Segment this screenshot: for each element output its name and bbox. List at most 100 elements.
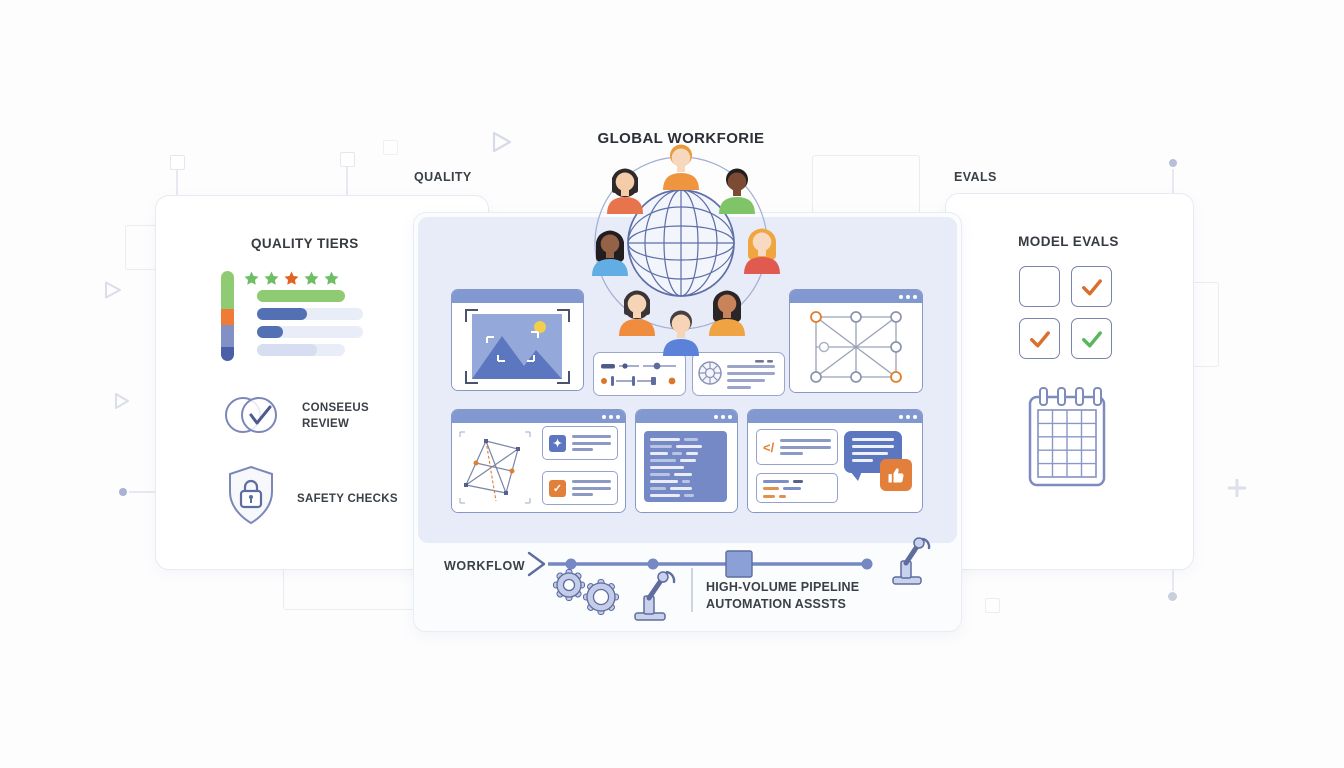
text-line bbox=[763, 479, 831, 483]
consensus-icon bbox=[225, 397, 277, 433]
page-title: GLOBAL WORKFORIE bbox=[597, 130, 765, 147]
decor-plus-icon bbox=[1228, 479, 1246, 497]
code-line bbox=[650, 452, 721, 455]
decor-connector bbox=[176, 169, 178, 195]
decor-connector bbox=[1172, 569, 1174, 591]
crop-corner-icon bbox=[557, 371, 570, 384]
code-line bbox=[650, 487, 721, 490]
evals-panel bbox=[945, 193, 1194, 570]
gear-icon bbox=[582, 578, 620, 616]
decor-square bbox=[170, 155, 185, 170]
safety-shield-icon bbox=[229, 465, 273, 525]
avatar-bottom-left bbox=[614, 284, 660, 336]
window-titlebar bbox=[452, 410, 625, 423]
review-window: </ bbox=[747, 409, 923, 513]
decor-connector bbox=[1172, 169, 1174, 193]
tier-segment bbox=[221, 325, 234, 347]
calendar-icon bbox=[1028, 387, 1106, 487]
label-item-card: ✓ bbox=[542, 471, 618, 505]
quality-bar bbox=[257, 344, 369, 356]
quality-bar-chart bbox=[257, 290, 369, 362]
settings-card bbox=[692, 352, 785, 396]
quality-bar bbox=[257, 326, 369, 338]
platform-card: ✦ ✓ </ bbox=[413, 212, 962, 632]
avatar-top-right bbox=[714, 162, 760, 214]
safety-label: SAFETY CHECKS bbox=[297, 493, 398, 505]
consensus-label-line2: REVIEW bbox=[302, 418, 350, 430]
code-icon: </ bbox=[763, 439, 775, 455]
decor-square bbox=[985, 598, 1000, 613]
workflow-label: WORKFLOW bbox=[444, 559, 526, 573]
code-line bbox=[650, 438, 721, 441]
avatar-top-left bbox=[602, 162, 648, 214]
decor-connector bbox=[129, 491, 155, 493]
gear-icon bbox=[552, 568, 586, 602]
avatar-bottom bbox=[658, 304, 704, 356]
decor-triangle-icon bbox=[105, 281, 121, 299]
consensus-label: CONSEEUS REVIEW bbox=[302, 400, 369, 432]
eval-checkbox bbox=[1071, 266, 1112, 307]
decor-rect bbox=[1192, 282, 1219, 367]
comment-bubble-tail bbox=[850, 471, 862, 481]
decor-triangle-icon bbox=[115, 393, 129, 409]
crop-corner-icon bbox=[465, 371, 478, 384]
code-line bbox=[650, 459, 721, 462]
consensus-label-line1: CONSEEUS bbox=[302, 402, 369, 414]
tier-color-bar bbox=[221, 271, 234, 361]
wireframe-graph bbox=[459, 431, 531, 504]
quality-tiers-title: QUALITY TIERS bbox=[251, 236, 359, 251]
workflow-caption-line2: AUTOMATION ASSSTS bbox=[706, 597, 846, 611]
decor-connector bbox=[346, 166, 348, 195]
decor-triangle-icon bbox=[492, 131, 512, 153]
code-snippet-card: </ bbox=[756, 429, 838, 465]
star-icon bbox=[244, 271, 259, 285]
eval-checkbox bbox=[1019, 318, 1060, 359]
star-icon bbox=[264, 271, 279, 285]
workflow-timeline bbox=[527, 537, 931, 585]
avatar-top bbox=[658, 138, 704, 190]
evals-section-label: EVALS bbox=[954, 170, 997, 184]
avatar-mid-left bbox=[587, 224, 633, 276]
text-lines bbox=[572, 480, 611, 496]
sliders-card bbox=[593, 352, 686, 396]
divider bbox=[691, 568, 693, 612]
decor-square bbox=[340, 152, 355, 167]
network-graph bbox=[810, 311, 902, 383]
label-item-card: ✦ bbox=[542, 426, 618, 460]
robot-arm-icon bbox=[634, 570, 676, 621]
thumbs-up-icon bbox=[880, 459, 912, 491]
decor-dot bbox=[1169, 159, 1177, 167]
network-graph-window bbox=[789, 289, 923, 393]
text-lines bbox=[763, 479, 831, 498]
image-annotation-window bbox=[451, 289, 584, 391]
code-line bbox=[650, 445, 721, 448]
decor-dot bbox=[119, 488, 127, 496]
avatar-mid-right bbox=[739, 222, 785, 274]
pointcloud-window: ✦ ✓ bbox=[451, 409, 626, 513]
code-line bbox=[650, 466, 721, 469]
comment-bubble bbox=[844, 431, 902, 473]
quality-bar bbox=[257, 290, 369, 302]
text-lines bbox=[572, 435, 611, 451]
crop-corner-icon bbox=[465, 309, 478, 322]
code-block bbox=[644, 431, 727, 502]
sparkle-icon: ✦ bbox=[549, 434, 566, 452]
text-lines bbox=[780, 439, 831, 455]
code-line bbox=[650, 473, 721, 476]
automation-gears-icon bbox=[552, 568, 676, 621]
eval-checkbox-grid bbox=[1019, 266, 1112, 359]
window-titlebar bbox=[636, 410, 737, 423]
star-rating bbox=[243, 270, 340, 287]
workflow-caption-line1: HIGH-VOLUME PIPELINE bbox=[706, 580, 860, 594]
tier-segment bbox=[221, 347, 234, 361]
annotation-text-card bbox=[756, 473, 838, 503]
model-evals-title: MODEL EVALS bbox=[1018, 234, 1119, 249]
avatar-bottom-right bbox=[704, 284, 750, 336]
global-workforce-illustration bbox=[545, 133, 815, 363]
decor-dot bbox=[1168, 592, 1177, 601]
check-icon: ✓ bbox=[549, 479, 566, 497]
sliders-icon bbox=[601, 362, 676, 386]
decor-square bbox=[383, 140, 398, 155]
text-line bbox=[763, 486, 831, 490]
window-titlebar bbox=[452, 290, 583, 303]
